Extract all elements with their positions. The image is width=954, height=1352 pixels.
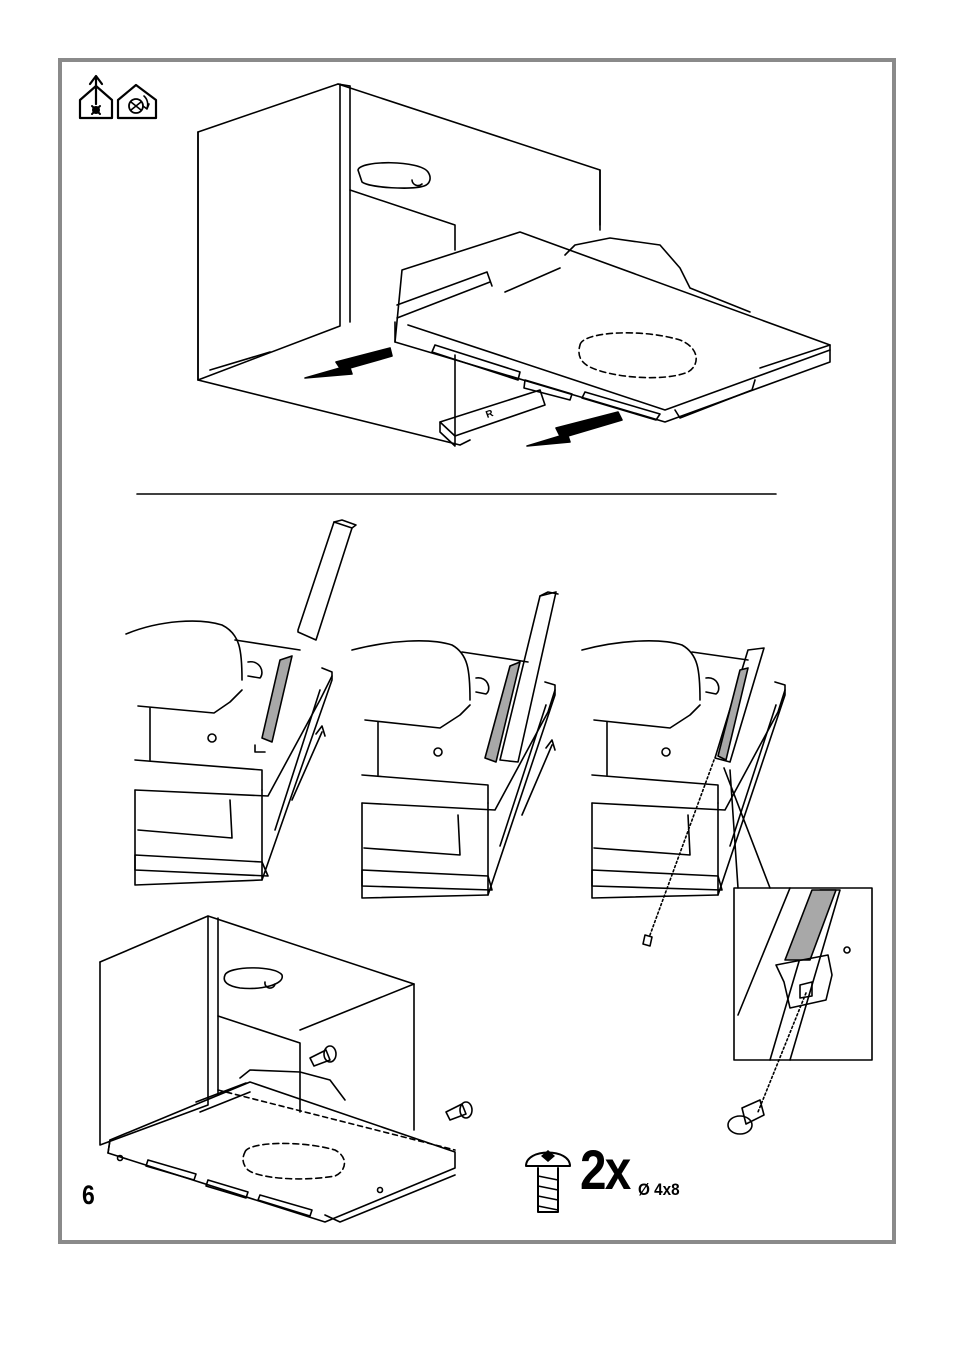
page-number: 6 [82,1180,95,1211]
rail-screw-step-3 [582,641,872,1134]
hardware-quantity: 2x [580,1142,630,1198]
top-cabinet-figure [198,84,830,446]
rail-insert-step-1 [126,520,356,885]
screw-icon [526,1150,570,1212]
ducted-extraction-icon [80,76,112,118]
bottom-cabinet-figure [100,916,472,1222]
rail-insert-step-2 [352,592,558,898]
recirculation-icon [118,85,156,118]
hardware-size: Ø 4x8 [638,1180,680,1200]
